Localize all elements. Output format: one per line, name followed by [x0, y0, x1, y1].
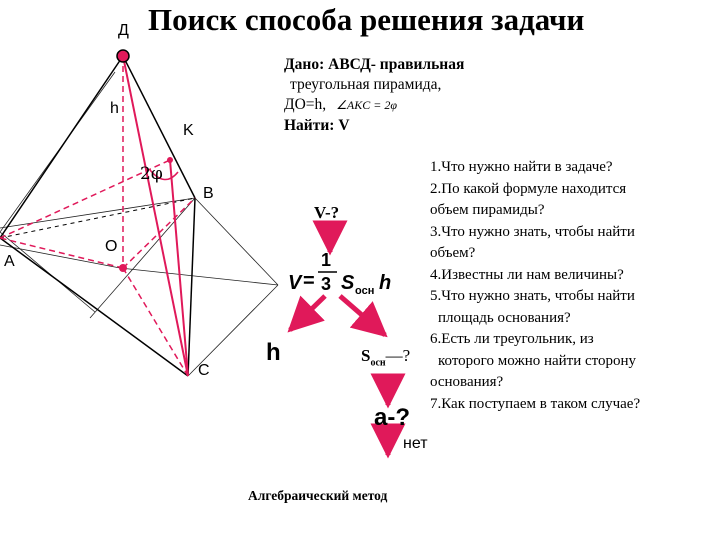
point-o — [119, 264, 127, 272]
formula-v: V — [288, 272, 302, 294]
question-line: 5.Что нужно знать, чтобы найти — [430, 288, 635, 304]
shadow-line — [0, 197, 196, 229]
shadow-line — [89, 197, 196, 319]
find-line: Найти: V — [284, 117, 350, 134]
label-d: Д — [118, 22, 129, 39]
method-label: Алгебраический метод — [248, 488, 388, 503]
question-line: объем? — [430, 245, 476, 261]
page-title: Поиск способа решения задачи — [148, 2, 585, 37]
label-c: C — [198, 362, 210, 379]
label-angle: 2φ — [140, 164, 163, 184]
question-line: которого можно найти сторону — [438, 352, 637, 369]
edge-bc — [187, 197, 196, 377]
tree-net: нет — [403, 435, 428, 452]
edge-ab — [0, 197, 196, 239]
arrow-left — [287, 294, 327, 333]
label-a: A — [4, 253, 15, 270]
formula-den: 3 — [321, 274, 332, 294]
arrow-right — [338, 294, 388, 338]
label-o: O — [105, 238, 118, 255]
question-line: 7.Как поступаем в таком случае? — [430, 395, 641, 412]
edge-ac — [0, 237, 189, 377]
question-line: основания? — [430, 374, 504, 390]
tree-a-node: a-? — [374, 404, 410, 431]
question-line: 2.По какой формуле находится — [430, 180, 627, 197]
shadow-line — [187, 284, 279, 377]
given-line-3: ДО=h,∠AKC = 2φ — [284, 96, 397, 113]
edge-db — [122, 55, 196, 199]
label-k: K — [183, 122, 194, 139]
line-oc — [122, 267, 189, 377]
formula-num: 1 — [321, 250, 332, 270]
question-line: площадь основания? — [438, 309, 571, 326]
angle-arc — [149, 169, 179, 181]
edge-da — [0, 55, 124, 239]
line-ak — [0, 159, 171, 239]
question-line: 6.Есть ли треугольник, из — [430, 331, 594, 347]
formula-s: S — [341, 272, 355, 294]
formula-sub: осн — [355, 285, 375, 297]
given-line-2: треугольная пирамида, — [290, 76, 442, 93]
label-h: h — [110, 100, 119, 117]
formula-eq: = — [303, 270, 315, 292]
shadow-line — [0, 244, 121, 269]
formula-h: h — [379, 272, 392, 294]
tree-root: V-? — [314, 203, 340, 222]
question-line: 4.Известны ли нам величины? — [430, 266, 624, 283]
given-line-1: Дано: АВСД- правильная — [284, 56, 465, 73]
shadow-line — [119, 267, 279, 286]
point-k — [167, 157, 173, 163]
question-line: объем пирамиды? — [430, 202, 545, 218]
question-line: 3.Что нужно знать, чтобы найти — [430, 223, 635, 240]
line-ob — [122, 197, 196, 269]
tree-s-node: Sосн—? — [361, 346, 411, 369]
line-oa — [0, 237, 124, 269]
line-kc — [169, 159, 189, 377]
label-b: B — [203, 185, 214, 202]
question-line: 1.Что нужно найти в задаче? — [430, 159, 613, 175]
shadow-line — [194, 197, 279, 286]
point-d — [116, 49, 130, 63]
edge-dc — [122, 55, 189, 377]
tree-leaf-h: h — [266, 339, 281, 366]
